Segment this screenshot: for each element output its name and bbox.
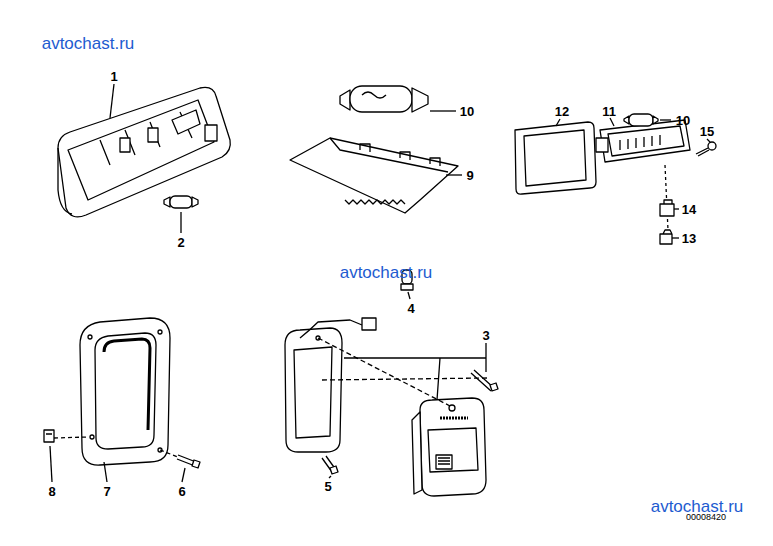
leader-line: [660, 119, 671, 120]
drawing-number: 00008420: [686, 513, 726, 522]
callout-number: 11: [602, 105, 616, 118]
leader-line: [672, 237, 679, 238]
callout-number: 1: [110, 70, 117, 83]
callout-number: 5: [324, 480, 331, 493]
callout-number: 10: [676, 114, 690, 127]
screw: [696, 142, 716, 156]
leader-line: [180, 212, 181, 233]
interior-lamp-frame: [285, 318, 376, 452]
leader-line: [408, 292, 410, 299]
callout-number: 15: [700, 125, 714, 138]
watermark: avtochast.ru: [42, 35, 135, 52]
interior-lamp-body: [412, 398, 486, 496]
dashed-line: [318, 338, 450, 406]
dashed-line: [322, 378, 488, 380]
leader-line: [610, 118, 614, 126]
callout-number: 3: [482, 329, 489, 342]
callout-number: 2: [177, 236, 184, 249]
callout-number: 4: [407, 302, 414, 315]
leader-line: [104, 462, 107, 482]
callout-number: 10: [460, 105, 474, 118]
callout-number: 7: [103, 485, 110, 498]
leader-line: [182, 468, 185, 482]
leader-line: [329, 476, 331, 478]
screw: [471, 370, 498, 391]
callout-number: 13: [682, 232, 696, 245]
festoon-bulb: [340, 86, 428, 112]
screw: [322, 456, 338, 474]
lamp-housing: [58, 87, 230, 217]
leader-line: [556, 119, 560, 126]
gasket: [515, 122, 596, 194]
leader-line: [50, 446, 52, 482]
lamp-lens: [290, 138, 458, 213]
festoon-bulb: [164, 196, 198, 208]
dashed-line: [54, 437, 88, 438]
callout-number: 14: [682, 203, 696, 216]
callout-number: 8: [48, 485, 55, 498]
leader-line: [446, 174, 462, 175]
leader-line: [110, 84, 114, 118]
callout-number: 6: [178, 485, 185, 498]
dashed-line: [665, 165, 668, 230]
contact-clip: [660, 200, 674, 216]
leader-line: [674, 208, 679, 209]
watermark: avtochast.ru: [340, 264, 433, 281]
leader-line: [430, 110, 456, 111]
spring-clip: [44, 430, 54, 442]
trim-frame: [80, 318, 170, 465]
callout-number: 9: [466, 169, 473, 182]
screw: [160, 450, 200, 468]
leader-line: [344, 343, 486, 400]
leader-line: [707, 139, 710, 142]
contact-clip: [660, 230, 672, 244]
festoon-bulb: [624, 114, 658, 126]
callout-number: 12: [555, 105, 569, 118]
